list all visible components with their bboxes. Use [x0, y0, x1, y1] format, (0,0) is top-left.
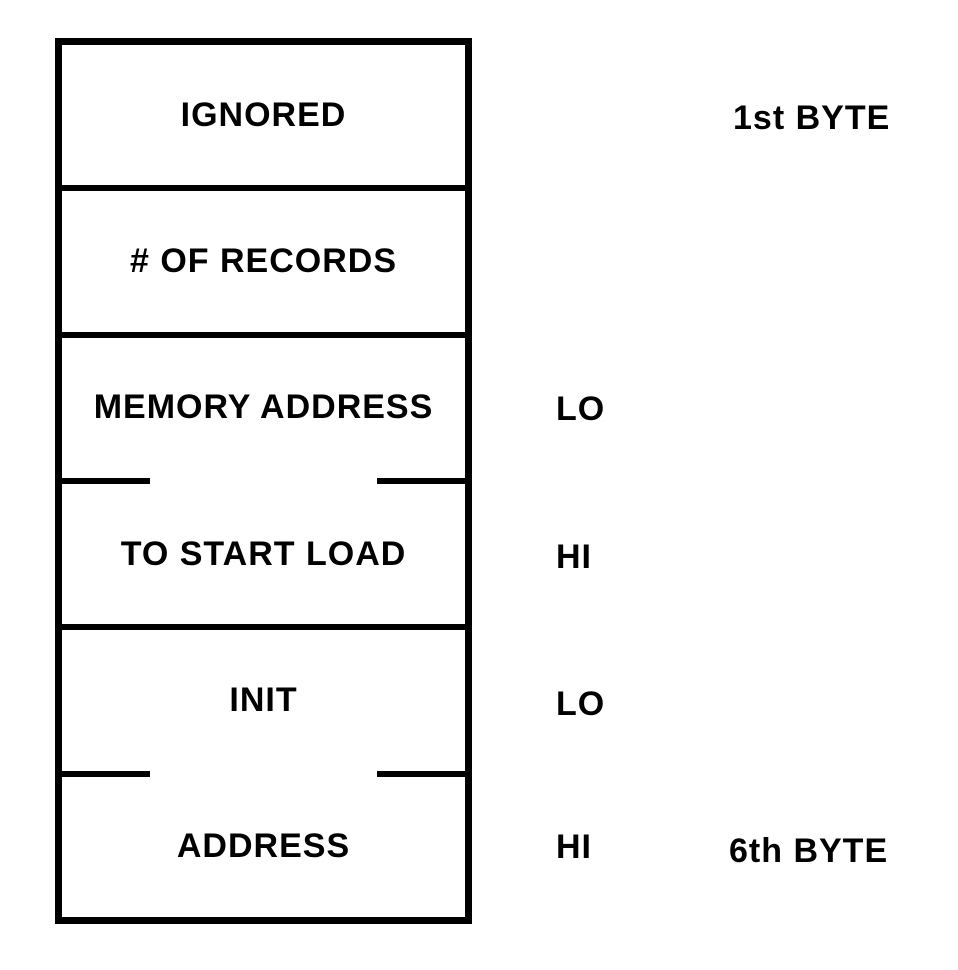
side-label-lo-memory-address: LO	[556, 390, 606, 428]
byte-marker-sixth: 6th BYTE	[729, 832, 889, 870]
cell-label-address: ADDRESS	[176, 827, 351, 866]
byte-marker-first: 1st BYTE	[733, 99, 891, 137]
partial-divider-left-stub	[62, 477, 150, 484]
row-num-records: # OF RECORDS	[62, 191, 465, 331]
row-divider-4	[62, 624, 465, 631]
partial-divider-right-stub	[377, 770, 465, 777]
side-label-hi-address: HI	[556, 828, 592, 866]
cell-label-memory-address: MEMORY ADDRESS	[93, 388, 434, 427]
row-divider-2	[62, 331, 465, 338]
cell-label-to-start-load: TO START LOAD	[120, 534, 407, 573]
partial-divider-right-stub	[377, 477, 465, 484]
side-label-hi-to-start-load: HI	[556, 538, 592, 576]
row-to-start-load-hi: TO START LOAD	[62, 484, 465, 624]
cell-label-ignored: IGNORED	[180, 95, 347, 134]
partial-divider-left-stub	[62, 770, 150, 777]
byte-layout-box: IGNORED # OF RECORDS MEMORY ADDRESS TO S…	[55, 38, 472, 924]
row-init-lo: INIT	[62, 630, 465, 770]
partial-row-divider-5	[62, 770, 465, 777]
row-memory-address-lo: MEMORY ADDRESS	[62, 338, 465, 478]
row-address-hi: ADDRESS	[62, 777, 465, 917]
row-ignored: IGNORED	[62, 45, 465, 185]
side-label-lo-init: LO	[556, 685, 606, 723]
row-divider-1	[62, 185, 465, 192]
cell-label-init: INIT	[229, 680, 298, 719]
cell-label-num-records: # OF RECORDS	[129, 241, 398, 280]
partial-row-divider-3	[62, 477, 465, 484]
